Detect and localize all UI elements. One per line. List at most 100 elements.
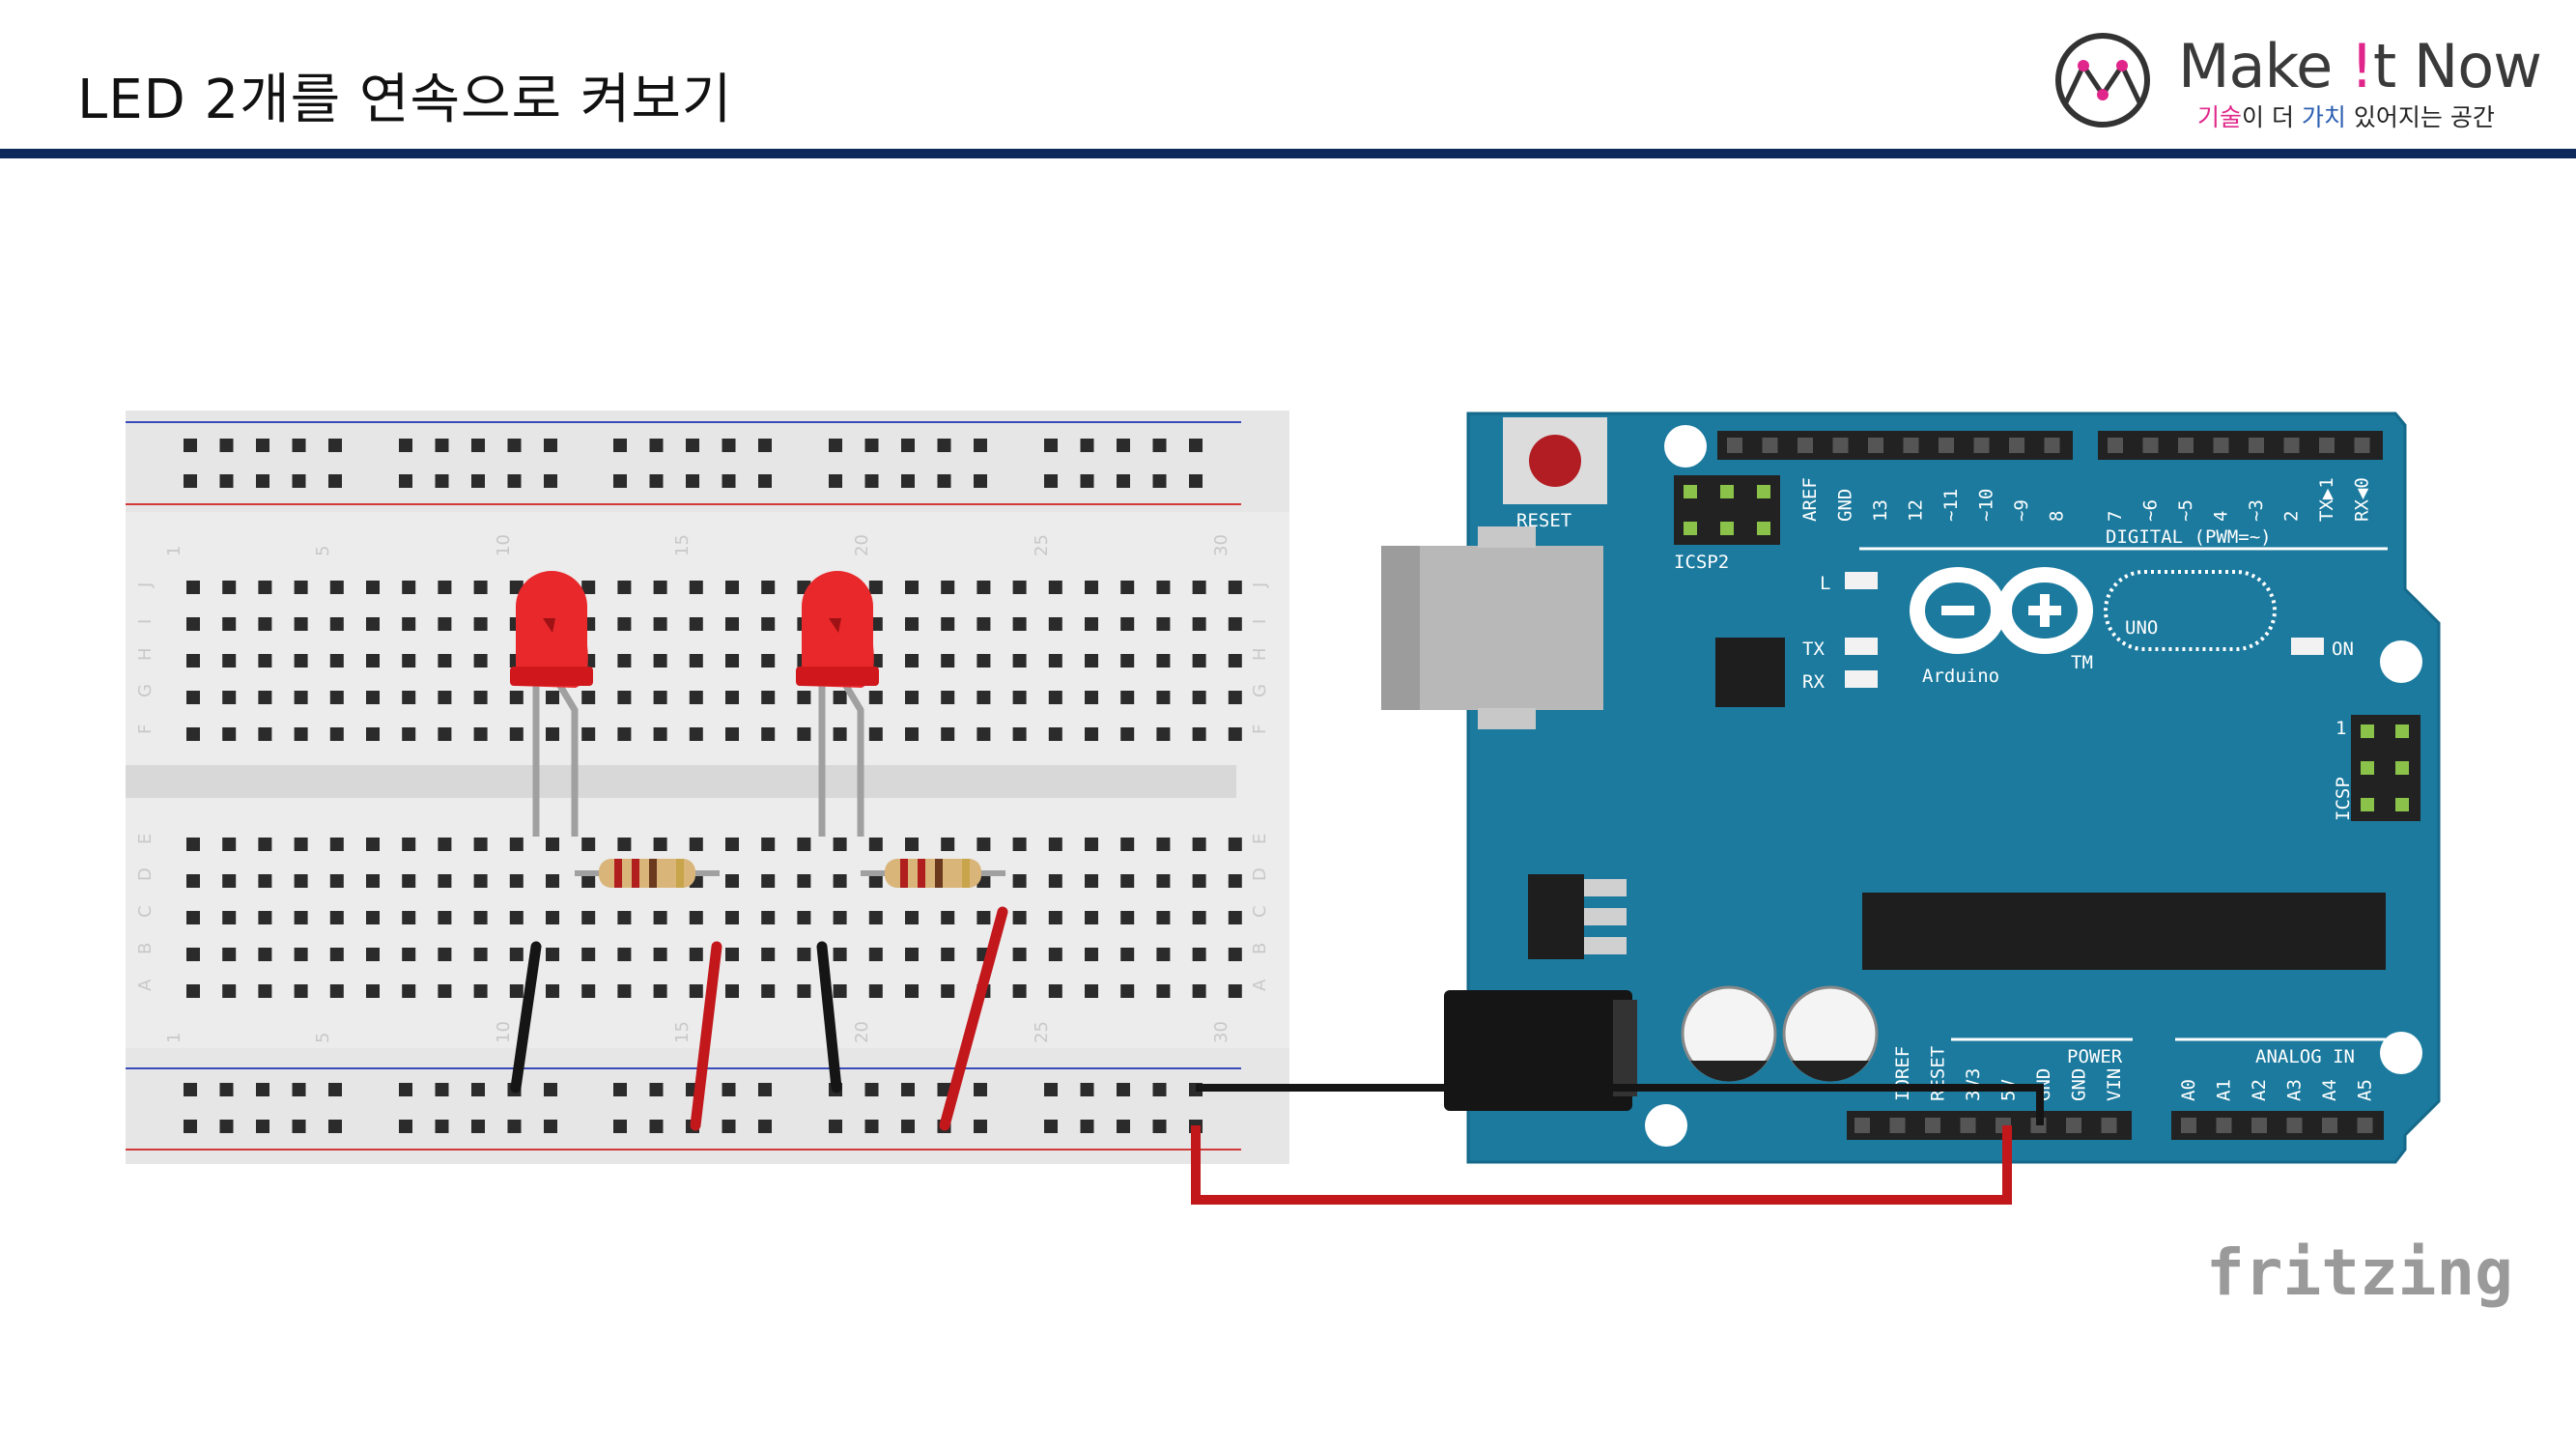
breadboard-hole — [653, 691, 667, 704]
col-number: 30 — [1211, 1021, 1231, 1043]
breadboard-hole — [294, 874, 308, 888]
header-pin — [1832, 438, 1849, 453]
usb-chip — [1715, 638, 1785, 707]
rail-hole — [758, 1083, 772, 1096]
breadboard-hole — [653, 948, 667, 961]
arduino-logo-icon — [1910, 567, 2093, 654]
breadboard-hole — [977, 654, 991, 668]
breadboard-hole — [941, 984, 955, 998]
col-number: 5 — [313, 546, 333, 556]
breadboard-hole — [905, 948, 919, 961]
rail-hole — [829, 1120, 842, 1133]
breadboard-hole — [1085, 727, 1098, 741]
rail-hole — [184, 474, 197, 488]
breadboard-hole — [761, 727, 776, 741]
breadboard-hole — [941, 727, 955, 741]
pin-label: ~5 — [2175, 499, 2196, 522]
tx-led — [1845, 638, 1878, 655]
breadboard-hole — [833, 948, 847, 961]
reset-label: RESET — [1516, 510, 1571, 531]
breadboard-hole — [438, 984, 452, 998]
breadboard-hole — [941, 838, 955, 851]
breadboard-hole — [653, 838, 667, 851]
breadboard-hole — [941, 581, 955, 594]
breadboard-hole — [438, 948, 452, 961]
svg-text:TM: TM — [2071, 652, 2093, 673]
svg-text:J: J — [135, 582, 156, 588]
breadboard-hole — [1192, 617, 1206, 631]
breadboard-hole — [294, 581, 308, 594]
breadboard-hole — [402, 911, 416, 924]
breadboard-hole — [438, 874, 452, 888]
breadboard-hole — [509, 691, 524, 704]
rail-hole — [613, 1120, 627, 1133]
breadboard-hole — [546, 984, 559, 998]
breadboard-hole — [1156, 838, 1171, 851]
breadboard-holes — [184, 439, 1242, 1133]
rail-hole — [292, 474, 306, 488]
breadboard-hole — [258, 984, 272, 998]
breadboard-hole — [1228, 911, 1242, 924]
breadboard-hole — [509, 911, 524, 924]
pin-label: TX▶1 — [2316, 477, 2337, 522]
breadboard-hole — [186, 948, 200, 961]
rail-hole — [1044, 474, 1058, 488]
on-led — [2291, 638, 2324, 655]
breadboard-hole — [833, 911, 847, 924]
breadboard-hole — [438, 727, 452, 741]
breadboard-hole — [689, 727, 703, 741]
breadboard-hole — [977, 838, 991, 851]
rail-hole — [219, 1083, 234, 1096]
breadboard-hole — [258, 838, 272, 851]
rail-hole — [435, 474, 449, 488]
breadboard-hole — [905, 911, 919, 924]
breadboard-hole — [581, 838, 596, 851]
breadboard-hole — [1120, 838, 1135, 851]
breadboard-hole — [868, 691, 883, 704]
breadboard-hole — [509, 838, 524, 851]
breadboard-hole — [797, 691, 811, 704]
rail-hole — [722, 474, 736, 488]
rail-hole — [544, 439, 557, 452]
breadboard-hole — [725, 581, 739, 594]
pin-label: 4 — [2211, 511, 2232, 522]
breadboard-hole — [1120, 984, 1135, 998]
rail-hole — [544, 1120, 557, 1133]
breadboard-hole — [977, 911, 991, 924]
breadboard-hole — [186, 691, 200, 704]
breadboard-hole — [905, 838, 919, 851]
breadboard-hole — [761, 911, 776, 924]
rail-hole — [435, 1120, 449, 1133]
rail-hole — [1152, 439, 1167, 452]
make-it-now-logo-icon — [2055, 33, 2150, 128]
breadboard-hole — [329, 874, 344, 888]
header-pin — [1727, 438, 1742, 453]
rail-hole — [722, 1083, 736, 1096]
breadboard-hole — [473, 911, 488, 924]
breadboard-hole — [186, 617, 200, 631]
rail-hole — [829, 474, 842, 488]
breadboard-hole — [1156, 874, 1171, 888]
rail-hole — [901, 1120, 915, 1133]
breadboard-hole — [653, 727, 667, 741]
header-pin — [1960, 1118, 1976, 1133]
breadboard-hole — [833, 984, 847, 998]
rail-hole — [937, 439, 951, 452]
rail-hole — [1117, 1083, 1130, 1096]
col-number: 15 — [672, 534, 693, 556]
rail-hole — [292, 1120, 306, 1133]
header-pin — [2216, 1118, 2232, 1133]
red-wire-pin-b — [939, 906, 1008, 1131]
header-pin — [1939, 438, 1954, 453]
header-pin — [2142, 438, 2159, 453]
rail-hole — [649, 474, 664, 488]
breadboard-hole — [222, 691, 237, 704]
breadboard-hole — [473, 654, 488, 668]
svg-text:C: C — [1250, 905, 1270, 918]
breadboard-hole — [761, 617, 776, 631]
breadboard-hole — [617, 948, 632, 961]
col-number: 25 — [1032, 1021, 1052, 1043]
breadboard-hole — [905, 617, 919, 631]
breadboard-hole — [1120, 727, 1135, 741]
